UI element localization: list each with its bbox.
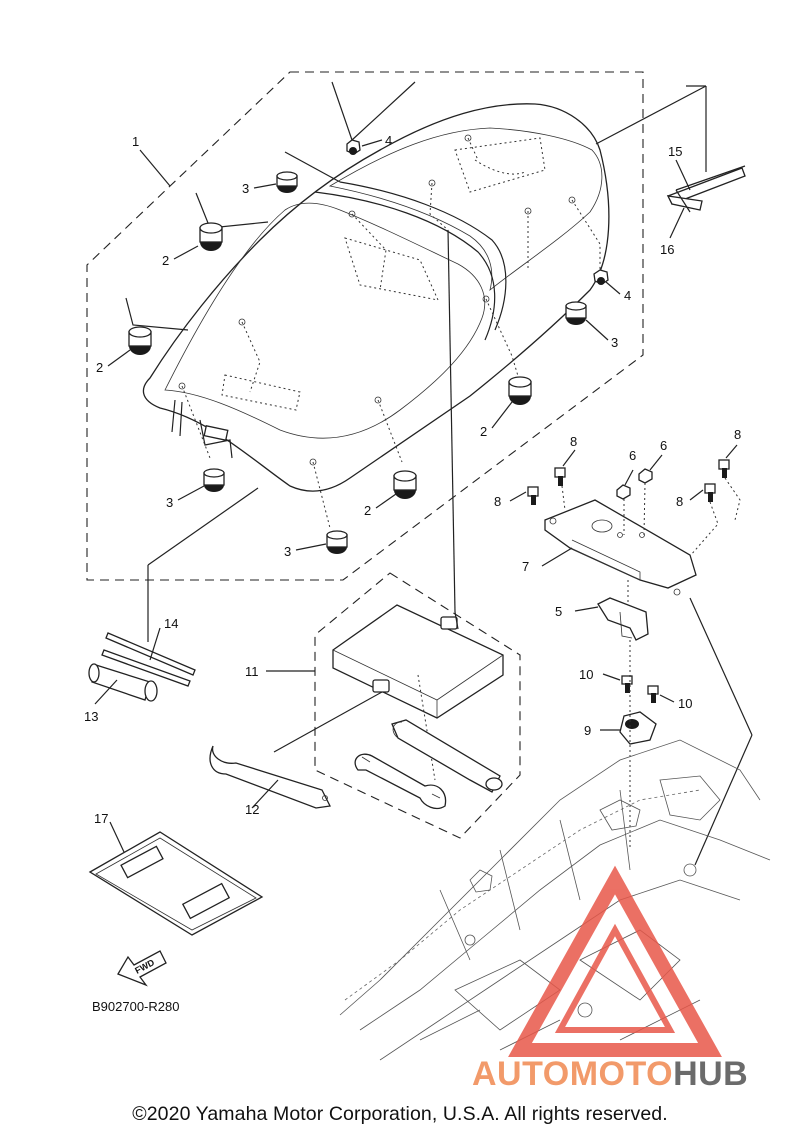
callout-9: 9 — [584, 723, 591, 738]
callout-12: 12 — [245, 802, 259, 817]
seat-lock-bracket — [541, 499, 697, 596]
seat — [142, 103, 610, 492]
callout-15: 15 — [668, 144, 682, 159]
tool-kit-boundary — [314, 572, 521, 839]
callout-8c: 8 — [676, 494, 683, 509]
copyright-notice: ©2020 Yamaha Motor Corporation, U.S.A. A… — [132, 1103, 668, 1125]
bolt-8-c — [689, 483, 716, 502]
bracket-to-frame-leader — [689, 597, 753, 736]
seat-assembly-boundary — [86, 71, 644, 581]
callout-5: 5 — [555, 604, 562, 619]
bolt-10-a — [602, 673, 633, 693]
callout-2d: 2 — [364, 503, 371, 518]
owners-manual — [88, 821, 264, 936]
bolt-10-b — [647, 685, 675, 703]
damper-3-b — [565, 301, 587, 325]
callout-10a: 10 — [579, 667, 593, 682]
damper-3-a — [276, 171, 298, 193]
grommet-2-a — [199, 222, 223, 251]
callout-2c: 2 — [480, 424, 487, 439]
callout-16: 16 — [660, 242, 674, 257]
callout-14: 14 — [164, 616, 178, 631]
bracket-to-frame-leader-2 — [694, 734, 753, 866]
watermark-triangle — [508, 865, 722, 1057]
callout-2b: 2 — [96, 360, 103, 375]
hex-key-set — [666, 159, 746, 239]
grommet-2-d — [393, 470, 417, 499]
grommet-2-b — [128, 326, 152, 355]
watermark-part1: AUTOMOTO — [472, 1055, 674, 1093]
callout-3a: 3 — [242, 181, 249, 196]
nut-4-a — [346, 139, 361, 155]
callout-6a: 6 — [629, 448, 636, 463]
hook-spanner — [209, 745, 331, 809]
screwdriver-bit — [101, 627, 196, 687]
callout-6b: 6 — [660, 438, 667, 453]
callout-11: 11 — [245, 664, 259, 679]
callout-8d: 8 — [734, 427, 741, 442]
callout-7: 7 — [522, 559, 529, 574]
wrench — [354, 753, 447, 810]
seat-lock-hook — [574, 580, 649, 641]
diagram-reference-code: B902700-R280 — [92, 999, 180, 1014]
box-spanner — [391, 719, 503, 793]
automotohub-watermark: AUTOMOTOHUB — [472, 1055, 748, 1094]
callout-13: 13 — [84, 709, 98, 724]
fwd-arrow: FWD — [117, 950, 167, 987]
bolt-8-a — [509, 486, 539, 505]
nut-6-a — [616, 469, 634, 535]
damper-3-d — [326, 530, 348, 554]
callout-8b: 8 — [570, 434, 577, 449]
callout-10b: 10 — [678, 696, 692, 711]
nut-4-b — [593, 269, 609, 285]
callout-4b: 4 — [624, 288, 631, 303]
callout-3b: 3 — [611, 335, 618, 350]
callout-17: 17 — [94, 811, 108, 826]
lock-damper — [600, 711, 657, 745]
watermark-part2: HUB — [673, 1055, 749, 1093]
nut-6-b — [638, 454, 663, 536]
callout-1: 1 — [132, 134, 139, 149]
bolt-8-d — [689, 444, 741, 557]
callout-4a: 4 — [385, 133, 392, 148]
bolt-8-b — [554, 449, 576, 511]
screwdriver-handle — [88, 663, 158, 705]
callout-labels: 1 2 2 2 2 3 3 3 3 4 4 5 6 6 7 8 8 8 8 9 … — [84, 133, 741, 826]
callout-3d: 3 — [284, 544, 291, 559]
callout-3c: 3 — [166, 495, 173, 510]
damper-3-c — [203, 468, 225, 492]
grommet-2-c — [508, 376, 532, 405]
callout-8a: 8 — [494, 494, 501, 509]
seat-leader-lines — [125, 81, 707, 642]
tool-bag — [273, 604, 504, 781]
callout-2a: 2 — [162, 253, 169, 268]
